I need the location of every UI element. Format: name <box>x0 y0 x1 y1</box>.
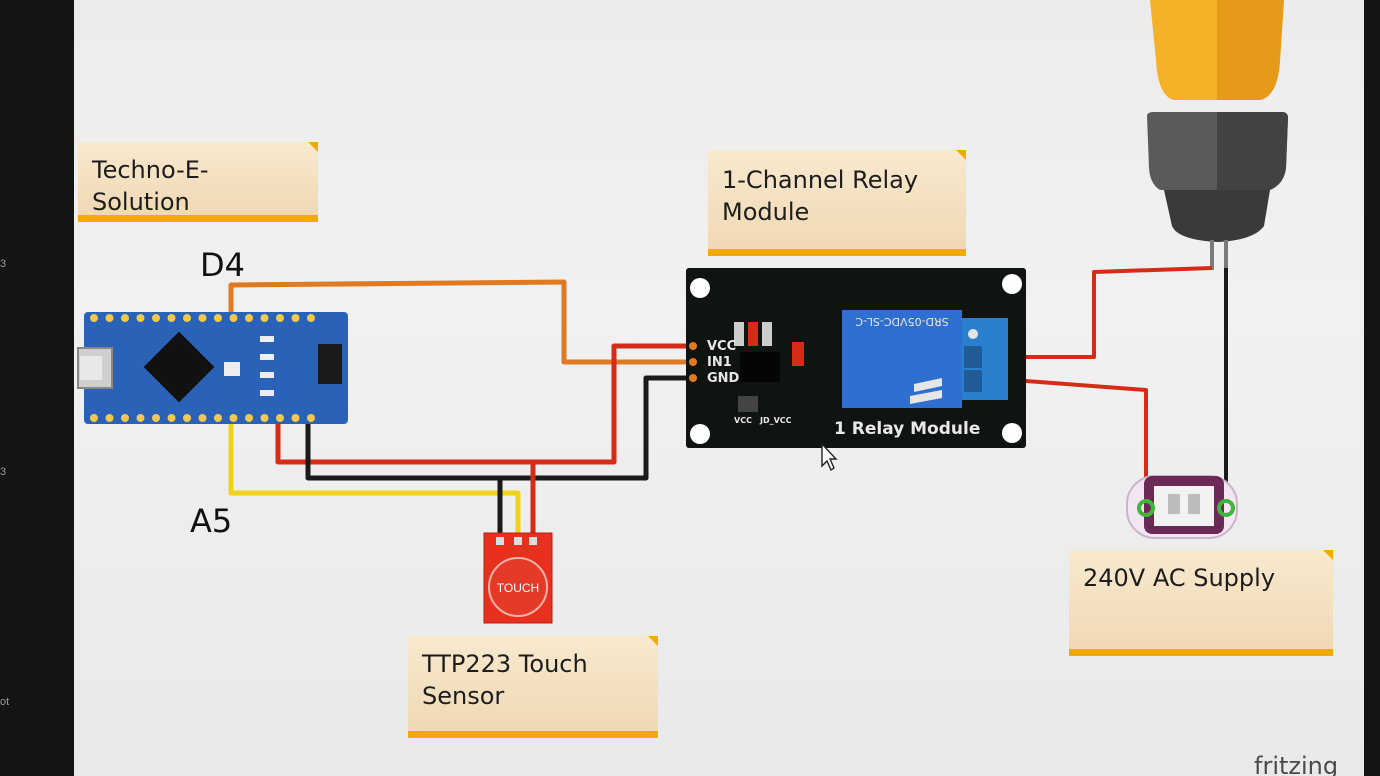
note-brand: Techno-E-Solution <box>78 142 318 222</box>
note-relay-title: 1-Channel Relay Module <box>708 150 966 256</box>
relay-note-line-1: 1-Channel Relay <box>722 166 919 194</box>
relay-jumper-jdvcc: JD_VCC <box>759 416 792 425</box>
wire-a5-to-touch <box>228 410 521 540</box>
relay-model-label: SRD-05VDC-SL-C <box>855 315 949 328</box>
wire-relay-to-bulb <box>1012 266 1213 359</box>
nano-header-pin <box>90 414 98 422</box>
nano-header-pin <box>136 314 145 322</box>
nano-header-pin <box>245 414 253 422</box>
wire-gnd-nano-to-relay <box>305 375 693 481</box>
nano-header-pin <box>260 414 269 422</box>
mouse-cursor-icon <box>821 442 838 472</box>
nano-header-pin <box>136 414 145 422</box>
nano-header-pin <box>214 314 222 322</box>
wire-d4-to-in1 <box>228 279 693 365</box>
nano-header-pin <box>183 414 191 422</box>
fritzing-logo: fritzing <box>1254 752 1338 776</box>
wire-relay-to-supply <box>1011 378 1148 505</box>
nano-header-pin <box>214 414 222 422</box>
relay-module: VCC IN1 GND VCC JD_VCC 1 Relay Module SR… <box>686 268 1026 448</box>
nano-header-pin <box>105 414 114 422</box>
nano-header-pin <box>307 414 315 422</box>
nano-header-pin <box>167 414 176 422</box>
nano-header-pin <box>105 314 114 322</box>
relay-pin-vcc: VCC <box>707 339 736 354</box>
wire-vcc-nano-to-relay <box>275 343 693 465</box>
pin-label-a5: A5 <box>190 502 233 540</box>
wires <box>228 266 1228 540</box>
supply-text: 240V AC Supply <box>1083 564 1276 592</box>
edge-text-3: ot <box>0 696 10 708</box>
nano-header-pin <box>198 414 207 422</box>
nano-header-pin <box>276 414 284 422</box>
note-touch-sensor: TTP223 Touch Sensor <box>408 636 658 738</box>
nano-header-pin <box>152 414 160 422</box>
nano-header-pin <box>229 314 238 322</box>
relay-note-line-2: Module <box>722 198 810 226</box>
note-ac-supply: 240V AC Supply <box>1069 550 1333 656</box>
nano-header-pin <box>260 314 269 322</box>
nano-header-pin <box>245 314 253 322</box>
light-bulb <box>1147 0 1288 270</box>
nano-header-pin <box>291 314 300 322</box>
nano-header-pin <box>121 414 129 422</box>
relay-jumper-vcc: VCC <box>734 416 752 425</box>
relay-board-label: 1 Relay Module <box>834 419 980 439</box>
nano-header-pin <box>90 314 98 322</box>
arduino-nano <box>77 312 348 424</box>
brand-text: Techno-E-Solution <box>92 156 209 216</box>
relay-pin-gnd: GND <box>707 371 740 386</box>
nano-header-pin <box>167 314 176 322</box>
touch-sensor: TOUCH <box>483 532 553 624</box>
circuit-drawing: TOUCH VCC IN1 GND <box>77 0 1338 776</box>
nano-header-pin <box>307 314 315 322</box>
nano-header-pin <box>229 414 238 422</box>
nano-header-pin <box>183 314 191 322</box>
touch-label: TOUCH <box>497 581 539 595</box>
nano-header-pin <box>198 314 207 322</box>
sensor-note-line-1: TTP223 Touch <box>422 650 588 678</box>
diagram-canvas: TOUCH VCC IN1 GND <box>74 0 1364 776</box>
ac-supply-connector <box>1126 475 1238 539</box>
nano-header-pin <box>121 314 129 322</box>
edge-text-1: 3 <box>0 258 7 270</box>
pin-label-d4: D4 <box>200 246 245 284</box>
nano-header-pin <box>291 414 300 422</box>
edge-text-2: 3 <box>0 466 7 478</box>
nano-header-pin <box>152 314 160 322</box>
nano-header-pin <box>276 314 284 322</box>
sensor-note-line-2: Sensor <box>422 682 505 710</box>
relay-pin-in1: IN1 <box>707 355 732 370</box>
